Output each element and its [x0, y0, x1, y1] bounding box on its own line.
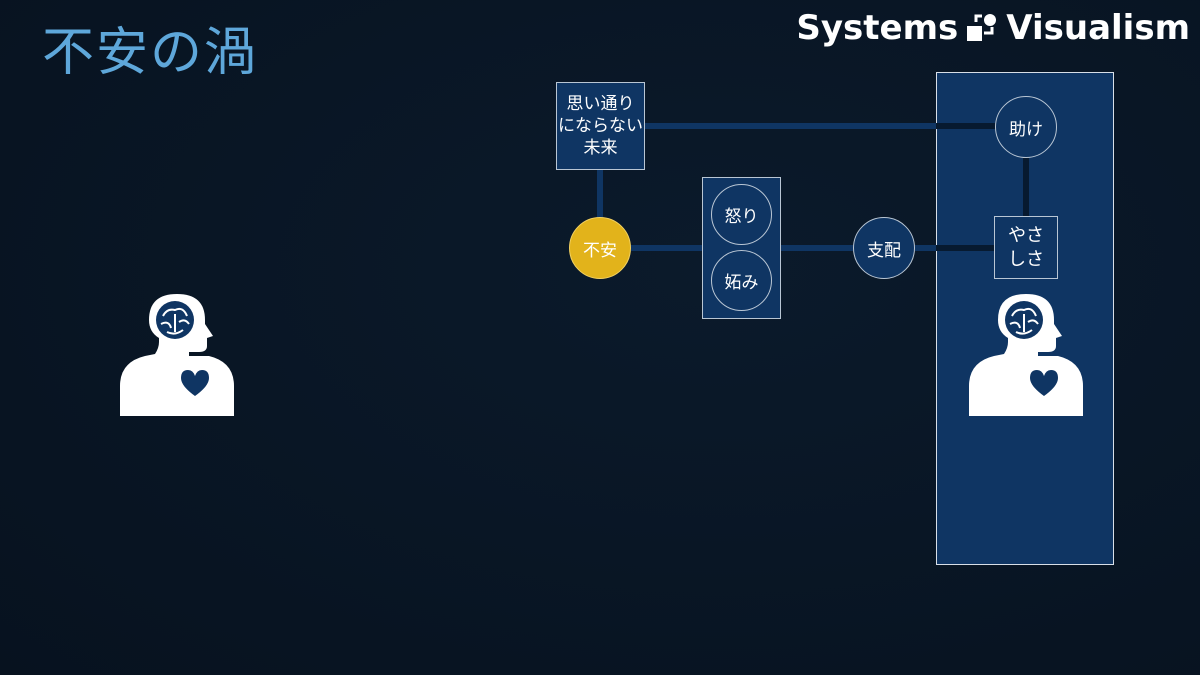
page-title: 不安の渦 — [42, 23, 259, 83]
person-brain-heart-icon — [119, 292, 235, 416]
node-control: 支配 — [853, 217, 915, 279]
node-anger: 怒り — [711, 184, 772, 245]
node-anxiety: 不安 — [569, 217, 631, 279]
brand-text-right: Visualism — [1006, 8, 1190, 48]
brand-logo: Systems Visualism — [796, 8, 1190, 48]
node-jealousy: 妬み — [711, 250, 772, 311]
brand-text-left: Systems — [796, 8, 959, 48]
node-help: 助け — [995, 96, 1057, 158]
systems-visualism-logo-icon — [966, 12, 998, 44]
person-brain-heart-icon — [968, 292, 1084, 416]
node-kindness: やさ しさ — [994, 216, 1058, 279]
node-unwanted-future: 思い通り にならない 未来 — [556, 82, 645, 170]
